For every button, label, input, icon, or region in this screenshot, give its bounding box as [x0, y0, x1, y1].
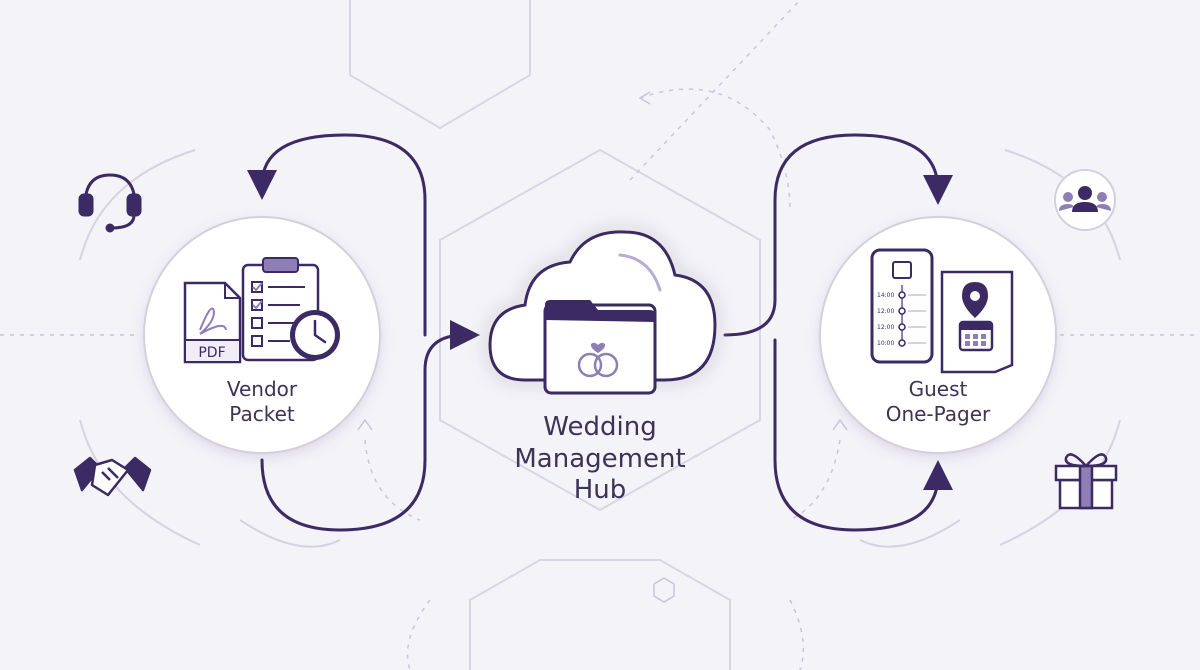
background-hexagons [349, 0, 761, 670]
map-document-icon [940, 270, 1014, 374]
hub-line3: Hub [573, 475, 627, 506]
vendor-packet-line1: Vendor [226, 377, 298, 401]
clock-icon [290, 310, 340, 360]
handshake-icon [73, 456, 152, 497]
hub-line1: Wedding [543, 412, 657, 442]
vendor-packet-label: Vendor Packet [172, 377, 352, 427]
vendor-packet-line2: Packet [229, 402, 295, 426]
guest-line1: Guest [908, 377, 968, 401]
small-hexagon [653, 577, 675, 603]
pdf-document-icon: PDF [183, 281, 242, 364]
phone-schedule-icon: 14:00 12:00 12:00 10:00 [870, 248, 934, 364]
guest-one-pager-label: Guest One-Pager [848, 377, 1028, 427]
headset-icon [78, 173, 142, 233]
schedule-time-4: 10:00 [877, 340, 894, 347]
hub-label: Wedding Management Hub [470, 412, 730, 507]
group-icon[interactable] [1054, 169, 1116, 231]
pdf-badge: PDF [198, 345, 225, 361]
dashed-arrowhead [638, 91, 651, 105]
schedule-time-1: 14:00 [877, 292, 894, 299]
gift-icon [1054, 453, 1118, 510]
schedule-time-2: 12:00 [877, 308, 894, 315]
cloud-folder-icon[interactable] [488, 230, 717, 395]
outer-arcs [79, 149, 1121, 548]
dashed-arrowhead-right [832, 418, 848, 431]
schedule-time-3: 12:00 [877, 324, 894, 331]
hub-line2: Management [514, 443, 686, 474]
connector-lines [247, 133, 953, 532]
guest-line2: One-Pager [885, 402, 991, 426]
dashed-arrowhead-left [357, 418, 373, 431]
